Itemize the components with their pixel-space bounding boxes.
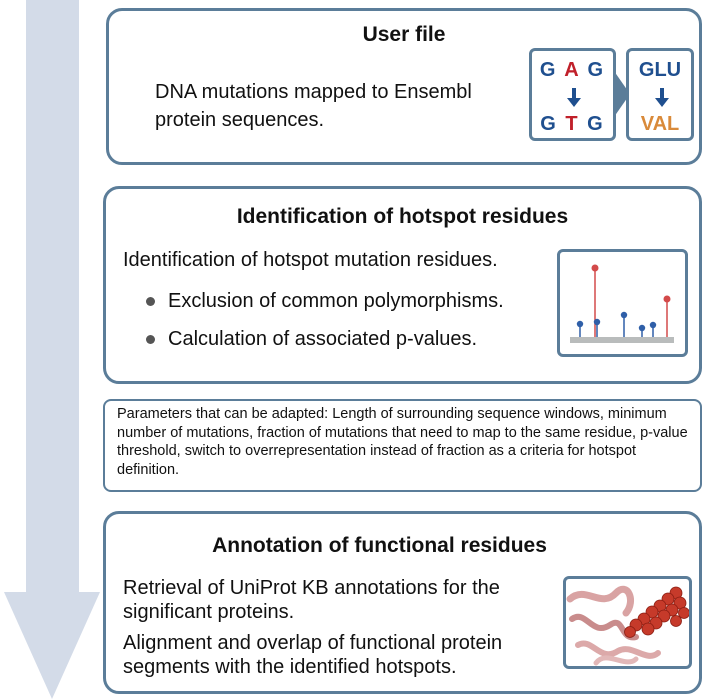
- lollipop-plot-box: [557, 249, 688, 357]
- hotspot-intro: Identification of hotspot mutation resid…: [123, 249, 498, 271]
- hotspot-bullet-2: Calculation of associated p-values.: [146, 326, 478, 352]
- bullet-dot-icon: [146, 335, 155, 344]
- codon-top-base-2: A: [564, 59, 580, 81]
- hotspot-bullet-1: Exclusion of common polymorphisms.: [146, 288, 504, 314]
- lollipop-plot-icon: [570, 264, 674, 343]
- amino-acid-top: GLU: [638, 59, 682, 81]
- codon-top-base-1: G: [539, 59, 558, 81]
- hotspot-bullet-1-text: Exclusion of common polymorphisms.: [168, 290, 504, 312]
- hotspot-title: Identification of hotspot residues: [236, 205, 569, 228]
- amino-acid-mutation-arrow-icon: [655, 88, 669, 107]
- annotation-para1-line2: significant proteins.: [123, 601, 295, 623]
- codon-bottom-base-2: T: [565, 113, 580, 135]
- annotation-para2-line2: segments with the identified hotspots.: [123, 656, 457, 678]
- codon-top: G A G: [532, 59, 613, 82]
- annotation-title: Annotation of functional residues: [212, 534, 547, 557]
- codon-bottom: G T G: [532, 113, 613, 136]
- parameters-box: Parameters that can be adapted: Length o…: [103, 399, 702, 492]
- hotspot-panel: Identification of hotspot residues Ident…: [103, 186, 702, 384]
- codon-bottom-base-1: G: [540, 113, 558, 135]
- codon-bottom-base-3: G: [587, 113, 605, 135]
- annotation-para2-line1: Alignment and overlap of functional prot…: [123, 632, 503, 654]
- protein-structure-icon: [566, 585, 689, 666]
- user-file-text-line2: protein sequences.: [155, 109, 325, 131]
- user-file-panel: User file DNA mutations mapped to Ensemb…: [106, 8, 702, 165]
- codon-mutation-arrow-icon: [567, 88, 581, 107]
- codon-top-base-3: G: [587, 59, 606, 81]
- user-file-text-line1: DNA mutations mapped to Ensembl: [155, 81, 472, 103]
- hotspot-bullet-2-text: Calculation of associated p-values.: [168, 328, 478, 350]
- amino-acid-bottom: VAL: [640, 113, 680, 135]
- codon-conversion-icon: [614, 71, 630, 117]
- down-arrow-icon: [4, 0, 100, 699]
- user-file-title: User file: [362, 23, 446, 46]
- amino-acid-box: GLU VAL: [626, 48, 694, 141]
- protein-structure-box: [563, 576, 692, 669]
- codon-box: G A G G T G: [529, 48, 616, 141]
- bullet-dot-icon: [146, 297, 155, 306]
- annotation-para1-line1: Retrieval of UniProt KB annotations for …: [123, 577, 500, 599]
- annotation-panel: Annotation of functional residues Retrie…: [103, 511, 702, 694]
